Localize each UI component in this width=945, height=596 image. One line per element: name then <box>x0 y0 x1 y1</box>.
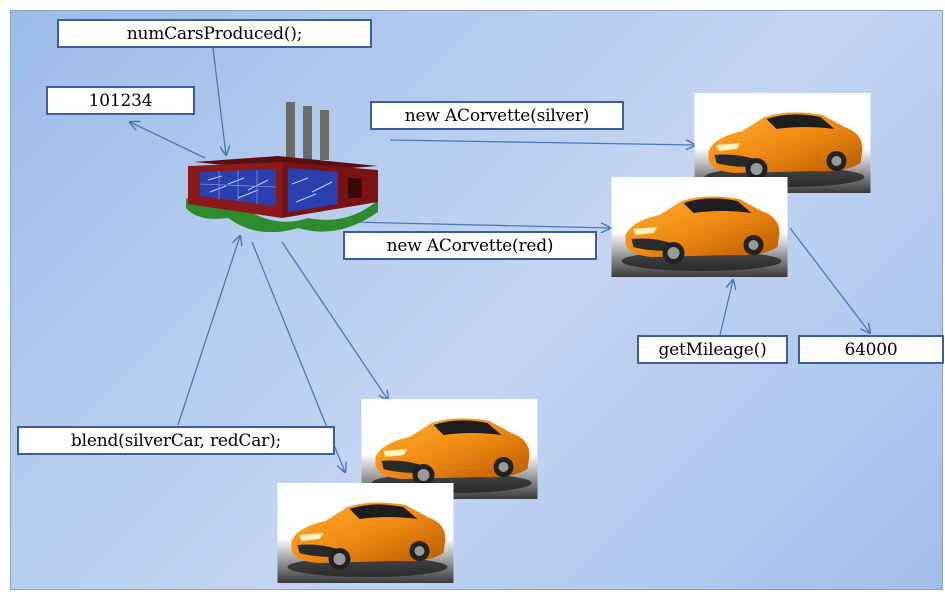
car-image-red <box>611 177 788 277</box>
car-image-blend-1 <box>361 399 538 499</box>
new-silver-corvette-label: new ACorvette(silver) <box>370 101 624 130</box>
count-result-label: 101234 <box>46 86 195 115</box>
mileage-result-label: 64000 <box>798 335 944 364</box>
new-red-corvette-label: new ACorvette(red) <box>343 231 597 260</box>
factory-icon <box>186 102 378 232</box>
get-mileage-label: getMileage() <box>637 335 788 364</box>
car-image-blend-2 <box>277 483 454 583</box>
blend-label: blend(silverCar, redCar); <box>17 426 335 455</box>
num-cars-produced-label: numCarsProduced(); <box>57 19 372 48</box>
car-image-silver <box>694 93 871 193</box>
